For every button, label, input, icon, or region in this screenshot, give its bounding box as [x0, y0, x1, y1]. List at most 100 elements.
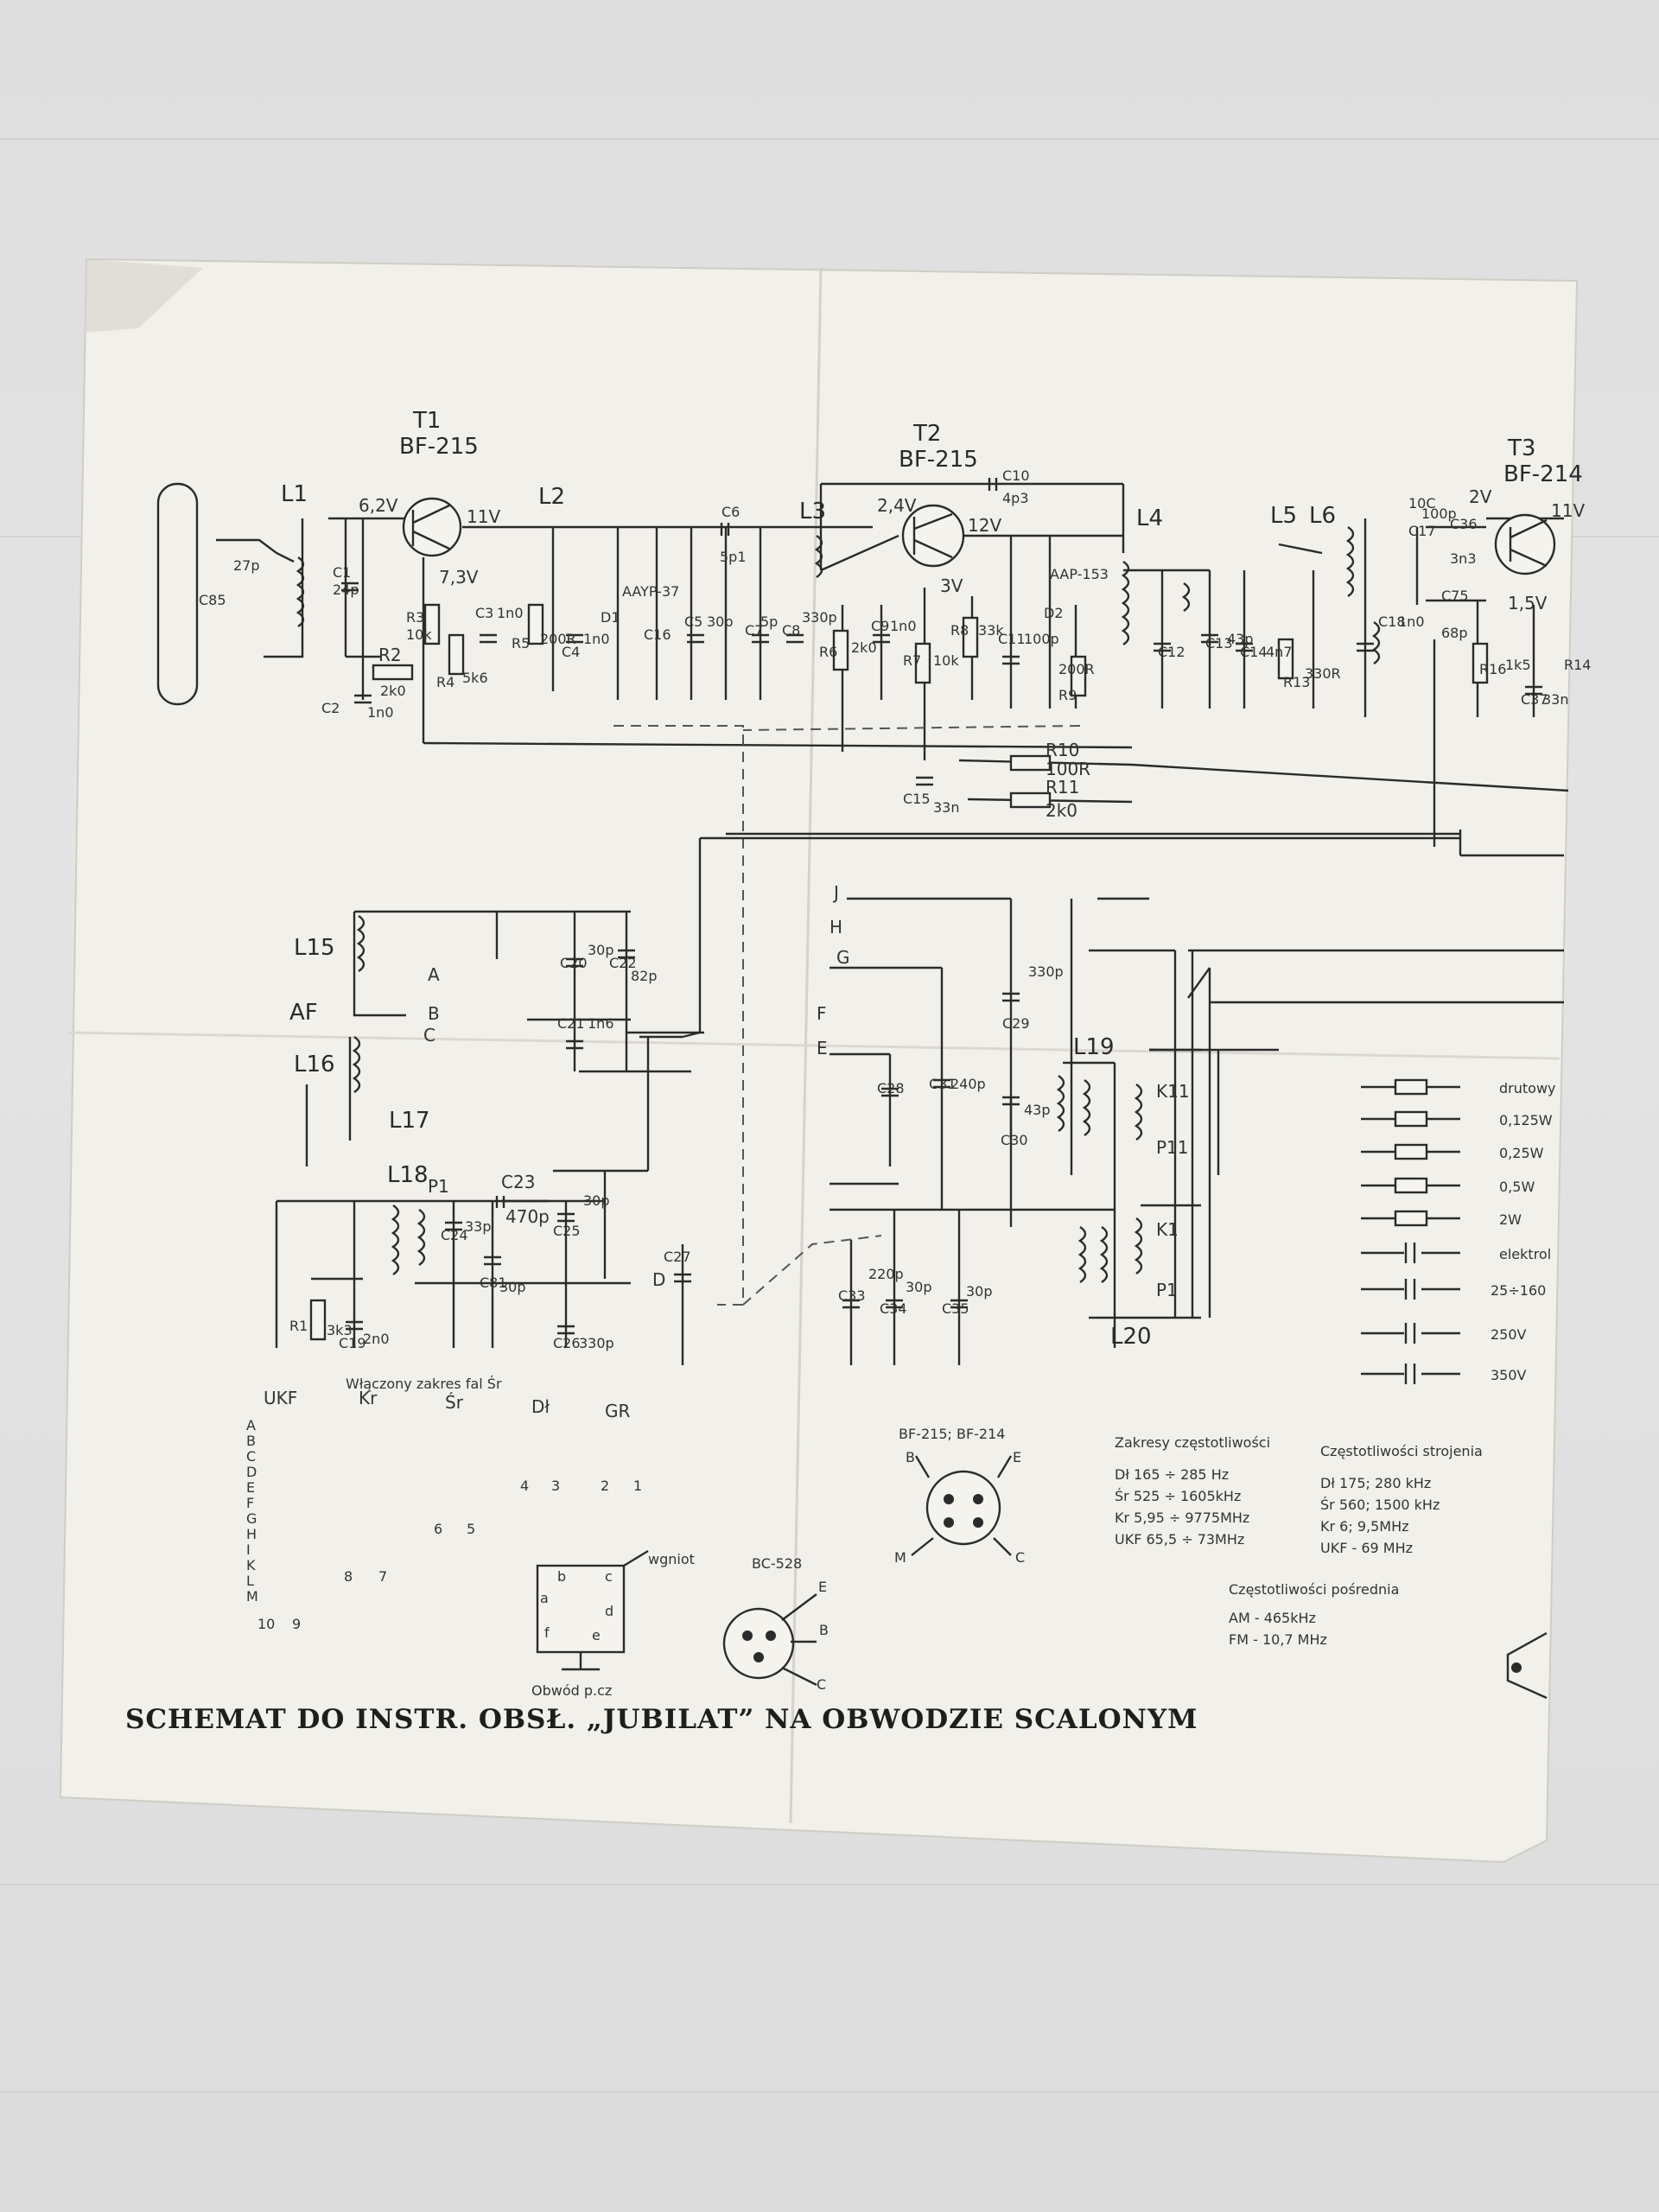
switch-letter: G	[836, 947, 850, 968]
label-p1-l18: P1	[428, 1176, 449, 1197]
label-aayp37: AAYP-37	[622, 583, 679, 600]
label-240p: 240p	[950, 1076, 986, 1092]
label-k11: K11	[1156, 1081, 1190, 1102]
label-1k5: 1k5	[1505, 657, 1531, 673]
bf-pinout-drawing	[911, 1455, 1013, 1556]
label-4p3: 4p3	[1002, 490, 1029, 506]
band-row: I	[246, 1541, 251, 1558]
label-c15: C15	[903, 791, 931, 807]
freq-ranges-title: Zakresy częstotliwości	[1115, 1434, 1270, 1451]
label-af: AF	[289, 1000, 318, 1026]
band-row: E	[246, 1479, 255, 1496]
label-c18: C18	[1378, 613, 1406, 630]
freq-range-line: Dł 165 ÷ 285 Hz	[1115, 1466, 1229, 1483]
label-2k0-r11: 2k0	[1046, 800, 1077, 821]
oscillator-switch-wiring	[830, 897, 1564, 1365]
capacitors-lower-left	[309, 949, 691, 1341]
t3-type: BF-214	[1503, 461, 1583, 487]
label-r10: R10	[1046, 740, 1079, 760]
coils-lower-left	[352, 915, 426, 1275]
label-d1: D1	[601, 609, 620, 626]
bc-pinout-label: BC-528	[752, 1555, 802, 1572]
label-200r: 200R	[540, 631, 576, 647]
label-43p-c30: 43p	[1024, 1102, 1051, 1118]
ic-pinout-drawing	[536, 1549, 649, 1671]
label-r13: R13	[1283, 674, 1310, 690]
band-footer-number: 10	[257, 1616, 275, 1632]
ic-pin: f	[544, 1624, 550, 1641]
band-footer-number: 9	[292, 1616, 301, 1632]
ic-pin: b	[557, 1568, 566, 1585]
tuning-frequencies: Częstotliwości strojenia Dł 175; 280 kHz…	[1320, 1443, 1483, 1556]
ic-note: wgniot	[648, 1551, 695, 1567]
tuning-line: Kr 6; 9,5MHz	[1320, 1518, 1409, 1535]
band-col: UKF	[264, 1388, 297, 1408]
label-c29: C29	[1002, 1015, 1030, 1032]
label-330p-c26: 330p	[579, 1335, 614, 1351]
band-footer-number: 3	[551, 1478, 560, 1494]
label-r6: R6	[819, 644, 837, 660]
freq-range-line: UKF 65,5 ÷ 73MHz	[1115, 1531, 1244, 1548]
label-l15: L15	[294, 935, 335, 961]
coils-lower-middle	[1056, 1075, 1143, 1283]
tuning-line: Śr 560; 1500 kHz	[1320, 1497, 1440, 1513]
band-row: D	[246, 1464, 257, 1480]
voltage-label: 2V	[1469, 486, 1492, 507]
label-l18: L18	[387, 1162, 429, 1188]
label-c31: C31	[929, 1076, 957, 1092]
label-c1: C1	[333, 564, 351, 581]
ic-pinout-label: Obwód p.cz	[531, 1682, 612, 1699]
resistors-top	[372, 603, 1489, 809]
label-c81: C81	[480, 1274, 507, 1291]
bc-pin: B	[819, 1622, 829, 1638]
label-30p-c5: 30p	[707, 613, 734, 630]
band-row: B	[246, 1433, 256, 1449]
band-footer-number: 6	[434, 1521, 442, 1537]
capacitors-lower-middle	[842, 992, 1020, 1309]
label-r5: R5	[512, 635, 530, 652]
paper-fold-horizontal	[68, 1031, 1560, 1060]
band-row: C	[246, 1448, 256, 1465]
switch-letter: A	[428, 964, 440, 985]
ferrite-antenna	[156, 482, 199, 706]
label-l6: L6	[1309, 503, 1336, 529]
label-10k-r7: 10k	[933, 652, 959, 669]
ic-pin: c	[605, 1568, 613, 1585]
band-row: L	[246, 1573, 254, 1589]
label-c9: C9	[871, 618, 889, 634]
label-100p-c17: 100p	[1421, 505, 1457, 522]
label-d2: D2	[1044, 605, 1064, 621]
legend: drutowy 0,125W 0,25W 0,5W 2W elektrol 25…	[1491, 1080, 1556, 1383]
band-col: Śr	[445, 1392, 464, 1413]
band-row: F	[246, 1495, 254, 1511]
label-c28: C28	[877, 1080, 905, 1096]
label-c20: C20	[560, 955, 588, 971]
label-l3: L3	[799, 499, 826, 524]
tuning-gang-dashed-link	[613, 725, 1081, 1306]
band-footer-number: 2	[601, 1478, 609, 1494]
label-p1: P1	[1156, 1280, 1178, 1300]
ic-pin: e	[592, 1627, 601, 1643]
t3-name: T3	[1507, 435, 1535, 461]
label-r8: R8	[950, 622, 969, 639]
band-row: K	[246, 1557, 256, 1573]
band-row: G	[246, 1510, 257, 1527]
label-c33: C33	[838, 1287, 866, 1304]
label-r1: R1	[289, 1318, 308, 1334]
bf-pin: B	[906, 1449, 915, 1465]
bf-pin: E	[1013, 1449, 1021, 1465]
switch-letter: E	[817, 1038, 828, 1058]
label-33k: 33k	[978, 622, 1004, 639]
voltage-label: 2,4V	[877, 495, 917, 516]
label-r14: R14	[1564, 657, 1591, 673]
label-c25: C25	[553, 1223, 581, 1239]
label-30p-c81: 30p	[499, 1279, 526, 1295]
label-c12: C12	[1158, 644, 1185, 660]
legend-item: 0,25W	[1499, 1145, 1544, 1161]
legend-item: 2W	[1499, 1211, 1522, 1228]
label-p11: P11	[1156, 1137, 1189, 1158]
band-col: Kr	[359, 1388, 378, 1408]
corner-ic-fragment	[1506, 1631, 1548, 1700]
tuning-title: Częstotliwości strojenia	[1320, 1443, 1483, 1459]
label-c5: C5	[684, 613, 702, 630]
